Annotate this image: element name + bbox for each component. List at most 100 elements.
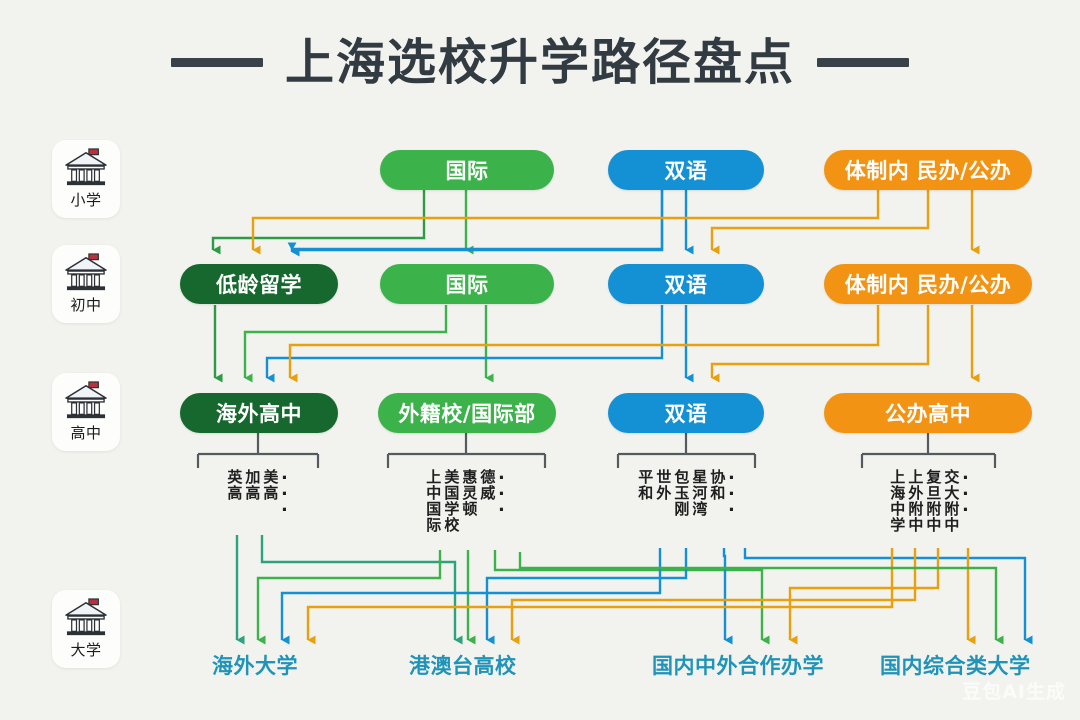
ellipsis-dot: · — [962, 481, 970, 506]
ellipsis-dot: · — [962, 465, 970, 490]
node-high-public[interactable]: 公办高中 — [824, 393, 1032, 433]
node-university-domestic-comprehensive[interactable]: 国内综合类大学 — [880, 654, 1031, 678]
wire-public-to-hk-univ — [510, 548, 917, 645]
school-char: 世外 — [656, 470, 671, 502]
school-list-public-high: 上海中学 上外附中 复旦附中 交大附中 ··· — [866, 465, 994, 534]
school-char: 学 — [444, 500, 460, 518]
school-list-ellipsis: ··· — [728, 465, 736, 522]
wire-overseas-to-hk-univ — [260, 535, 463, 645]
node-middle-system[interactable]: 体制内 民办/公办 — [824, 264, 1032, 304]
school-name-item: 德威 — [480, 470, 495, 502]
school-char: 高 — [245, 484, 261, 502]
stage-label: 初中 — [70, 296, 102, 314]
page-title: 上海选校升学路径盘点 — [284, 34, 795, 91]
school-char: 高 — [227, 484, 243, 502]
school-char: 玉 — [674, 484, 690, 502]
ellipsis-dot: · — [962, 497, 970, 522]
school-char: 惠灵顿 — [462, 470, 477, 518]
stage-card-university[interactable]: 大学 — [52, 590, 120, 668]
bank-icon — [65, 381, 107, 419]
school-char: 包玉刚 — [674, 470, 689, 518]
school-name-item: 加高 — [245, 470, 260, 502]
school-list-ellipsis: ··· — [498, 465, 506, 522]
school-char: 美高 — [263, 470, 278, 502]
school-char: 中 — [908, 516, 924, 534]
school-char: 包 — [674, 468, 690, 486]
school-name-item: 复旦附中 — [926, 470, 941, 534]
bracket-overseas-high — [196, 433, 320, 468]
node-primary-international[interactable]: 国际 — [380, 150, 554, 190]
ellipsis-dot: · — [281, 481, 289, 506]
school-list-ellipsis: ··· — [281, 465, 289, 522]
school-char: 上中国际 — [426, 470, 441, 534]
node-primary-system[interactable]: 体制内 民办/公办 — [824, 150, 1032, 190]
school-char: 美国学校 — [444, 470, 459, 534]
school-name-item: 上外附中 — [908, 470, 923, 534]
school-char: 和 — [638, 484, 654, 502]
school-list-high-bilingual: 平和 世外 包玉刚 星河湾 协和 ··· — [620, 465, 754, 522]
ellipsis-dot: · — [728, 497, 736, 522]
ellipsis-dot: · — [728, 481, 736, 506]
school-char: 惠 — [462, 468, 478, 486]
wire-intldept-to-general-univ — [518, 552, 1004, 645]
stage-label: 大学 — [70, 641, 102, 659]
wire-bilingual-to-overseas-univ — [280, 548, 662, 645]
school-char: 校 — [444, 516, 460, 534]
bank-icon — [65, 253, 107, 291]
stage-card-middle[interactable]: 初中 — [52, 245, 120, 323]
stage-card-high[interactable]: 高中 — [52, 373, 120, 451]
ellipsis-dot: · — [728, 465, 736, 490]
wire-bilingual-to-hk-univ — [485, 548, 688, 645]
school-char: 国 — [426, 500, 442, 518]
school-list-ellipsis: ··· — [962, 465, 970, 522]
bank-icon — [65, 598, 107, 636]
stage-card-primary[interactable]: 小学 — [52, 140, 120, 218]
school-char: 协和 — [710, 470, 725, 502]
node-university-hk-macau-taiwan[interactable]: 港澳台高校 — [409, 654, 517, 678]
node-middle-bilingual[interactable]: 双语 — [608, 264, 764, 304]
school-char: 复 — [926, 468, 942, 486]
wire-middle-system-to-high-bilingual — [710, 305, 930, 383]
wire-bilingual-to-coop-univ — [722, 548, 733, 645]
wire-intldept-to-overseas-univ — [256, 550, 442, 645]
school-char: 顿 — [462, 500, 478, 518]
school-name-item: 美高 — [263, 470, 278, 502]
wire-public-to-overseas-univ — [306, 548, 894, 645]
school-char: 外 — [656, 484, 672, 502]
node-high-bilingual[interactable]: 双语 — [608, 393, 764, 433]
node-university-sino-foreign-coop[interactable]: 国内中外合作办学 — [652, 654, 824, 678]
school-char: 附 — [926, 500, 942, 518]
stage-label: 小学 — [70, 191, 102, 209]
wire-primary-system-to-lowage — [251, 190, 880, 255]
node-middle-low-age-study-abroad[interactable]: 低龄留学 — [180, 264, 338, 304]
node-university-overseas[interactable]: 海外大学 — [212, 654, 298, 678]
node-middle-international[interactable]: 国际 — [380, 264, 554, 304]
school-char: 上 — [890, 468, 906, 486]
school-char: 上 — [908, 468, 924, 486]
school-name-item: 星河湾 — [692, 470, 707, 518]
ellipsis-dot: · — [498, 497, 506, 522]
wire-middle-bilingual-to-overseas-high — [265, 305, 664, 383]
school-char: 中 — [890, 500, 906, 518]
school-name-item: 美国学校 — [444, 470, 459, 534]
school-name-item: 惠灵顿 — [462, 470, 477, 518]
school-char: 交 — [944, 468, 960, 486]
node-high-foreign-intl-dept[interactable]: 外籍校/国际部 — [378, 393, 556, 433]
school-char: 大 — [944, 484, 960, 502]
school-char: 海 — [890, 484, 906, 502]
node-high-overseas[interactable]: 海外高中 — [180, 393, 338, 433]
school-char: 上 — [426, 468, 442, 486]
wire-middle-system-to-overseas-high — [288, 305, 880, 383]
ellipsis-dot: · — [281, 497, 289, 522]
ellipsis-dot: · — [281, 465, 289, 490]
school-char: 刚 — [674, 500, 690, 518]
school-name-item: 交大附中 — [944, 470, 959, 534]
school-char: 美 — [263, 468, 279, 486]
school-char: 平 — [638, 468, 654, 486]
school-char: 湾 — [692, 500, 708, 518]
school-name-item: 上中国际 — [426, 470, 441, 534]
ellipsis-dot: · — [498, 465, 506, 490]
node-primary-bilingual[interactable]: 双语 — [608, 150, 764, 190]
